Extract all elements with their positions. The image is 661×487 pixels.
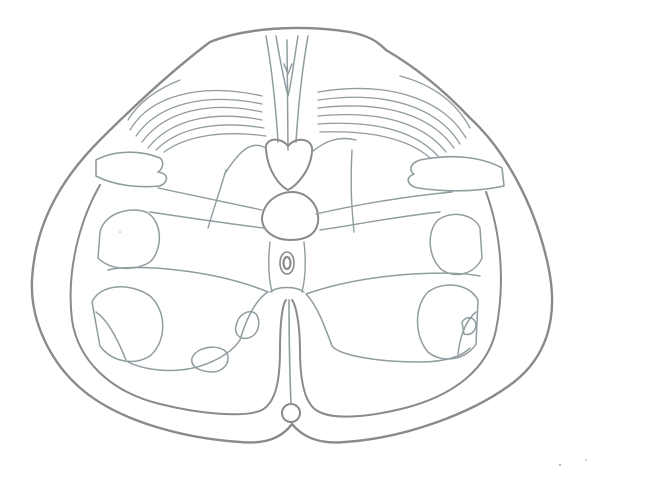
left-lateral-grey: [108, 268, 268, 371]
dorsal-columns: [266, 36, 308, 150]
right-inner-margin: [292, 192, 501, 417]
left-dorsal-root-zone: [96, 152, 167, 186]
right-dorsal-horn-layers: [318, 76, 470, 158]
central-canal-inner: [284, 257, 291, 269]
right-upper-nucleus: [430, 214, 482, 274]
right-lateral-grey: [306, 273, 480, 362]
left-upper-nucleus: [98, 210, 159, 268]
lamina-lines: [150, 139, 452, 233]
left-inner-margin: [71, 185, 286, 414]
left-small-nucleus-a: [236, 312, 259, 339]
left-small-nucleus-b: [192, 347, 228, 372]
central-canal-outer: [280, 252, 294, 274]
ventral-median-fissure: [289, 300, 291, 404]
left-dorsal-horn-layers: [128, 80, 266, 152]
stray-dots: [119, 231, 587, 466]
right-lower-nucleus: [418, 285, 479, 359]
left-lower-nucleus: [92, 287, 163, 362]
dorsal-commissure: [266, 140, 312, 190]
grey-commissure: [262, 192, 318, 240]
right-dorsal-root-zone: [408, 157, 504, 191]
nuclei: [92, 210, 482, 372]
bottom-nub: [282, 404, 300, 422]
canal-region: [269, 242, 306, 292]
